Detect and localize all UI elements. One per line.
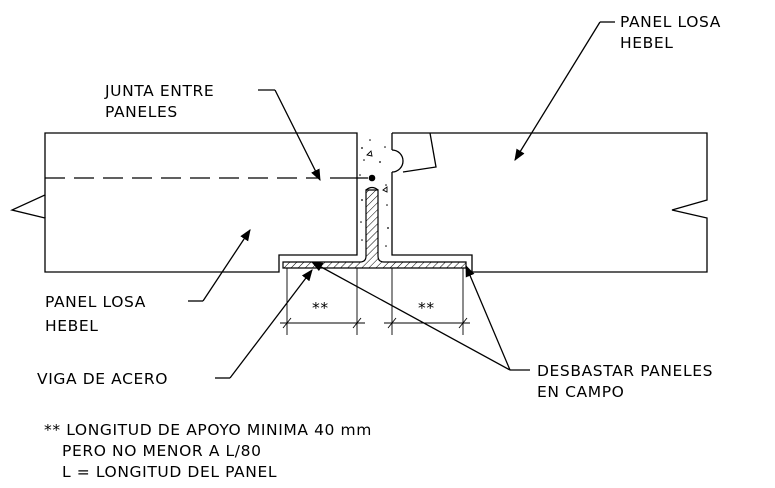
panel-left bbox=[10, 132, 358, 273]
label-desbastar-2: EN CAMPO bbox=[537, 383, 624, 401]
joint-dot bbox=[368, 174, 376, 182]
panel-right bbox=[391, 132, 708, 273]
steel-beam bbox=[282, 186, 467, 269]
note-line-1: ** LONGITUD DE APOYO MINIMA 40 mm bbox=[44, 421, 372, 439]
leader-junta bbox=[258, 89, 321, 182]
label-desbastar-1: DESBASTAR PANELES bbox=[537, 362, 713, 380]
grout-texture bbox=[359, 139, 389, 247]
leader-panel-left bbox=[188, 229, 251, 302]
label-junta-2: PANELES bbox=[105, 103, 178, 121]
label-panel-left-1: PANEL LOSA bbox=[45, 293, 146, 311]
dimension-lines bbox=[280, 268, 470, 335]
label-panel-left-2: HEBEL bbox=[45, 317, 99, 335]
note-line-2: PERO NO MENOR A L/80 bbox=[62, 442, 262, 460]
leader-desbastar bbox=[310, 261, 530, 371]
leader-panel-top bbox=[514, 21, 615, 161]
leader-viga bbox=[215, 269, 313, 379]
label-viga: VIGA DE ACERO bbox=[37, 370, 168, 388]
label-junta-1: JUNTA ENTRE bbox=[104, 82, 214, 100]
label-panel-top-2: HEBEL bbox=[620, 34, 674, 52]
dim-left-label: ** bbox=[312, 299, 329, 317]
dim-right-label: ** bbox=[418, 299, 435, 317]
note-line-3: L = LONGITUD DEL PANEL bbox=[62, 463, 277, 481]
label-panel-top-1: PANEL LOSA bbox=[620, 13, 721, 31]
